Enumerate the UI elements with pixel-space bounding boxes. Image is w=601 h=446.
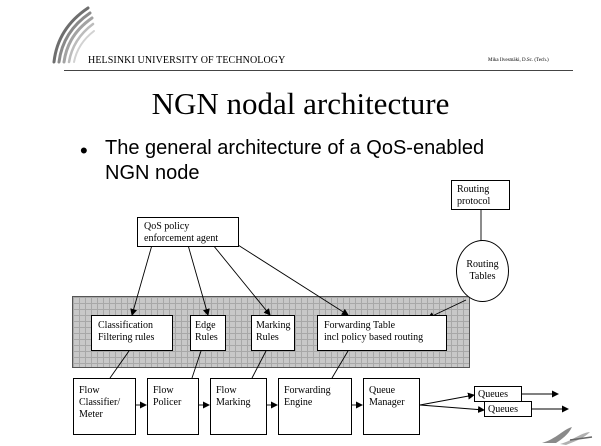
classification-rules-box: Classification Filtering rules xyxy=(91,315,173,351)
line-fwdtable-to-engine xyxy=(331,350,349,379)
bullet-text: The general architecture of a QoS-enable… xyxy=(105,137,485,184)
arrow-queuemanager-to-queue1 xyxy=(419,392,475,406)
slide-title: NGN nodal architecture xyxy=(151,86,450,121)
line-edge-to-policer xyxy=(191,350,202,379)
qos-policy-agent-box: QoS policy enforcement agent xyxy=(137,217,239,247)
marking-rules-box: Marking Rules xyxy=(251,315,295,351)
queue-manager-box: Queue Manager xyxy=(363,378,420,435)
university-logo-icon xyxy=(52,6,95,64)
routing-protocol-box: Routing protocol xyxy=(451,180,510,210)
flow-policer-box: Flow Policer xyxy=(147,378,199,435)
university-name: HELSINKI UNIVERSITY OF TECHNOLOGY xyxy=(88,55,286,66)
bullet-marker: • xyxy=(80,138,88,163)
arrow-agent-to-forwarding-table xyxy=(237,244,349,316)
forwarding-table-box: Forwarding Table incl policy based routi… xyxy=(317,315,447,351)
line-classification-to-classifier xyxy=(109,350,130,379)
queue-box-2: Queues xyxy=(484,401,532,417)
edge-rules-box: Edge Rules xyxy=(190,315,226,351)
arrow-agent-to-edge xyxy=(187,244,210,316)
author-name: Mika Ilvesmäki, D.Sc. (Tech.) xyxy=(488,58,549,63)
arrow-agent-to-marking xyxy=(212,244,271,316)
routing-tables-ellipse: Routing Tables xyxy=(456,240,509,302)
flow-marking-box: Flow Marking xyxy=(210,378,267,435)
arrow-agent-to-classification xyxy=(130,244,153,316)
arrow-queuemanager-to-queue2 xyxy=(419,404,485,414)
forwarding-engine-box: Forwarding Engine xyxy=(278,378,352,435)
line-marking-to-flowmarking xyxy=(251,350,267,379)
swoosh-logo-icon xyxy=(542,427,593,445)
queue-box-1: Queues xyxy=(474,386,522,402)
header-divider xyxy=(64,70,573,71)
flow-classifier-box: Flow Classifier/ Meter xyxy=(73,378,136,435)
